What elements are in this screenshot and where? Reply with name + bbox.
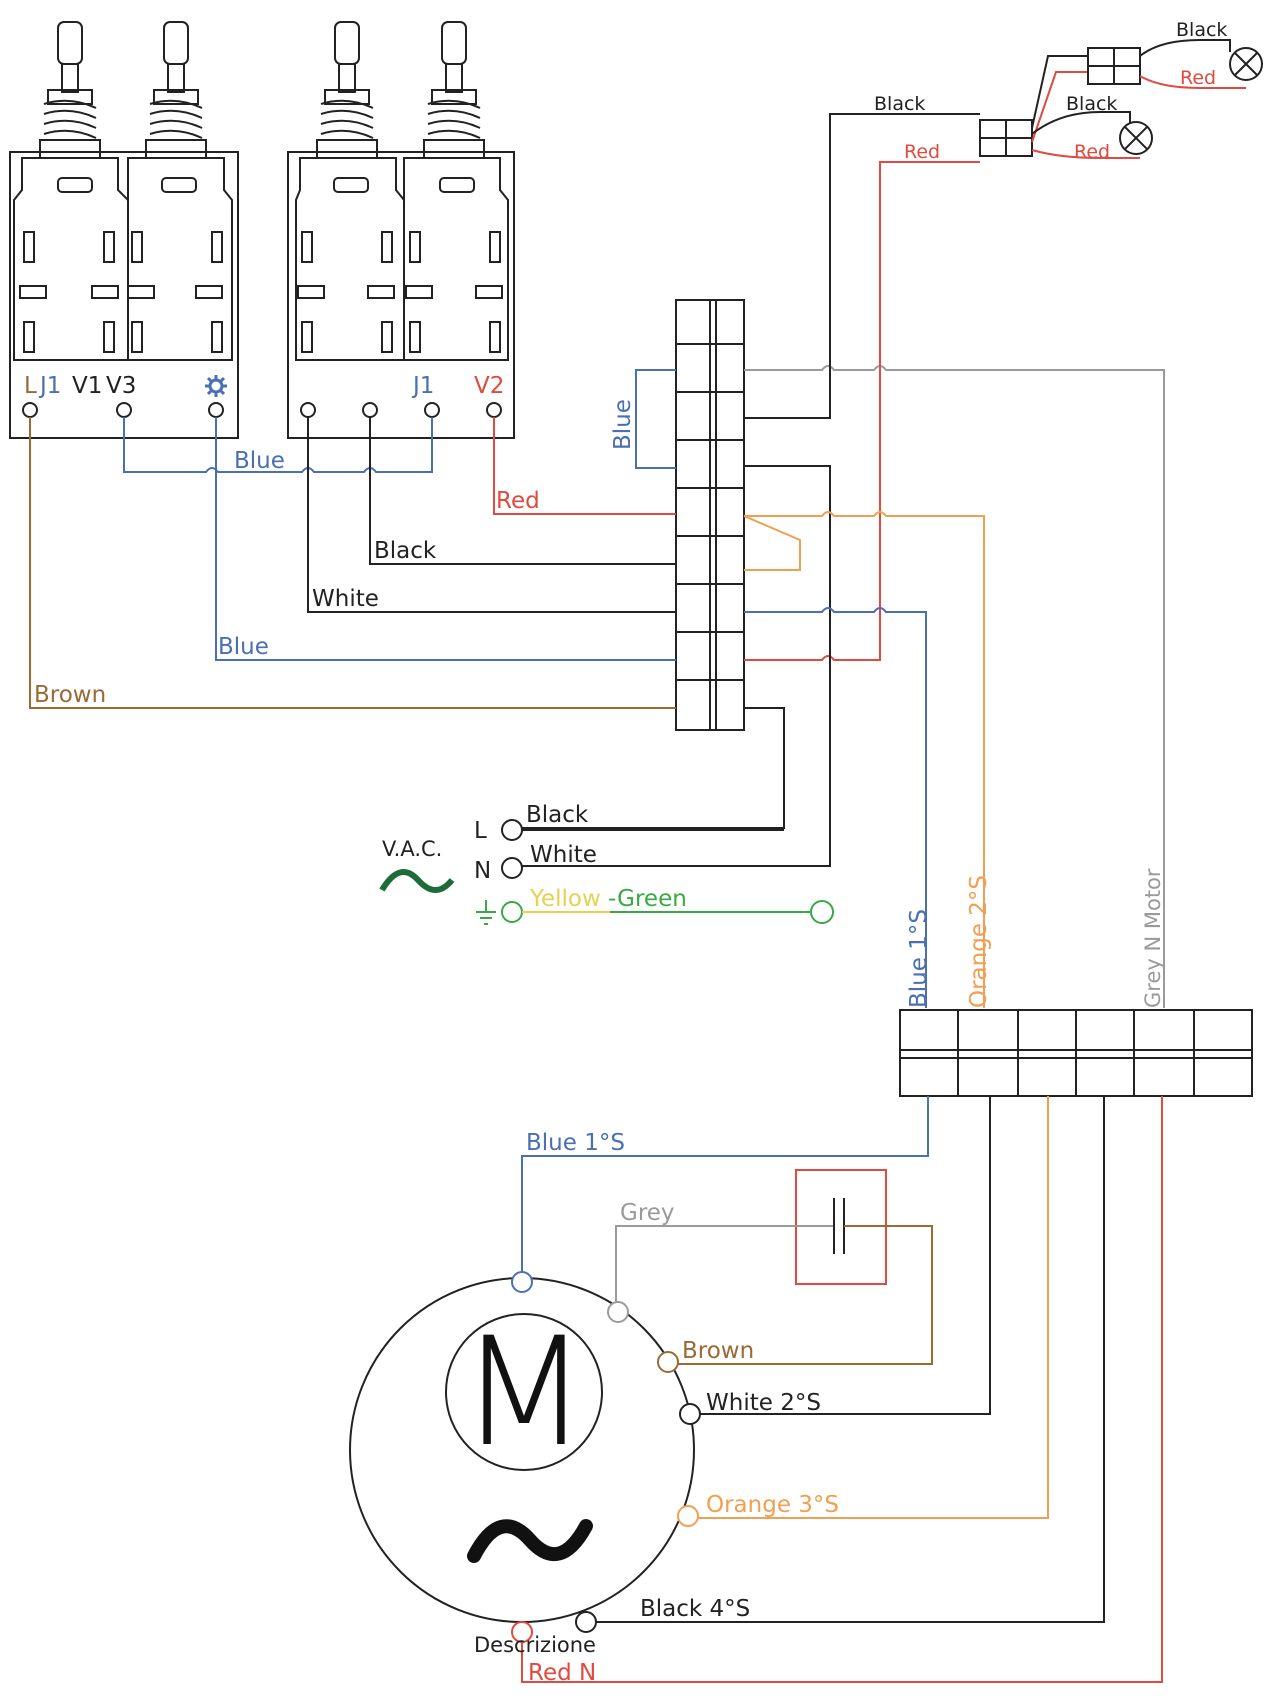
wire-black: [369, 417, 676, 565]
supply-wire-label-white: White: [530, 842, 597, 868]
wire-black-to-lamp1-connector: [1031, 55, 1088, 129]
push-button-switch: [403, 21, 509, 361]
wire-red-lamp: [744, 161, 980, 661]
motor-terminal-block: [899, 1009, 1253, 1097]
ac-wave-icon: [467, 1519, 593, 1563]
motor-label-brown: Brown: [682, 1338, 754, 1364]
motor-letter: M: [459, 1306, 588, 1480]
motor-label-orange-3s: Orange 3°S: [706, 1492, 839, 1518]
motor: M: [349, 1271, 701, 1643]
wire-red-lamp1: [1139, 75, 1246, 89]
supply-label-l: L: [474, 818, 487, 844]
wire-black-l: [512, 465, 831, 867]
wire-white: [307, 417, 676, 613]
wire-label-red: Red: [496, 488, 540, 514]
wire-label-lamp2-red: Red: [1074, 141, 1110, 163]
wire-motor-grey: [615, 1225, 794, 1302]
wire-label-lamp1-red: Red: [1180, 67, 1216, 89]
motor-terminal-white: [679, 1403, 701, 1425]
lamp-connector-main: [979, 119, 1033, 157]
ac-wave-icon: [379, 869, 455, 893]
wire-brown: [29, 417, 676, 709]
motor-terminal-brown: [657, 1351, 679, 1373]
supply-terminal-ground: [501, 901, 523, 923]
vac-label: V.A.C.: [382, 837, 442, 861]
terminal-label-j1: J1: [38, 373, 61, 399]
terminal-label-v3: V3: [106, 373, 136, 399]
wire-motor-black-4s: [596, 1096, 1105, 1623]
terminal-label-v1: V1: [72, 373, 102, 399]
motor-terminal-orange: [677, 1505, 699, 1527]
wire-label-blue-top: Blue: [234, 448, 285, 474]
wire-orange-2s: [744, 511, 985, 1008]
wire-black-lamp: [744, 113, 980, 419]
wire-label-blue-vertical: Blue: [610, 399, 636, 450]
wire-black-lamp1: [1139, 39, 1231, 57]
wire-label-main-red: Red: [904, 141, 940, 163]
supply-label-n: N: [474, 858, 491, 884]
lamp-icon: [1229, 47, 1263, 81]
block-label-blue-1s: Blue 1°S: [906, 909, 932, 1008]
push-button-switch: [127, 21, 233, 361]
wire-red-lamp2: [1031, 149, 1140, 159]
wire-blue-1s: [744, 607, 927, 1008]
supply-wire-label-black: Black: [526, 802, 589, 828]
capacitor-icon: [794, 1169, 887, 1285]
ground-icon: [476, 900, 496, 925]
motor-label-white-2s: White 2°S: [706, 1390, 821, 1416]
switch-block-right: [287, 21, 515, 439]
supply-terminal-l: [501, 819, 523, 841]
supply-wire-label-yellow: Yellow: [529, 886, 601, 912]
push-button-switch: [13, 21, 129, 361]
wire-white-n: [512, 707, 785, 829]
motor-terminal-grey: [607, 1301, 629, 1323]
wire-motor-white-2s: [698, 1096, 991, 1415]
wire-red: [493, 417, 676, 515]
wire-blue-lower: [215, 417, 676, 661]
supply-wire-label-green: -Green: [608, 886, 687, 912]
wire-motor-brown: [676, 1225, 933, 1365]
block-label-grey-n-motor: Grey N Motor: [1141, 868, 1165, 1008]
switch-block-left: [9, 21, 239, 439]
wire-motor-orange-3s: [698, 1096, 1049, 1519]
wire-motor-blue-1s: [521, 1096, 929, 1274]
ground-terminal: [810, 900, 834, 924]
terminal-strip: [675, 299, 745, 731]
wire-label-blue-lower: Blue: [218, 634, 269, 660]
wire-black-lamp2: [1031, 111, 1131, 135]
terminal-label-l: L: [24, 373, 37, 399]
motor-label-grey: Grey: [620, 1200, 675, 1226]
lamp-icon: [1119, 121, 1153, 155]
motor-label-black-4s: Black 4°S: [640, 1596, 750, 1622]
wire-label-lamp1-black: Black: [1176, 19, 1227, 41]
motor-label-blue-1s: Blue 1°S: [526, 1130, 625, 1156]
gear-icon: [205, 375, 227, 397]
lamp-connector-secondary: [1087, 47, 1141, 85]
wire-red-to-lamp1-connector: [1031, 71, 1088, 143]
motor-label-descrizione: Descrizione: [474, 1633, 596, 1657]
block-label-orange-2s: Orange 2°S: [966, 875, 992, 1008]
terminal-label-v2: V2: [474, 373, 504, 399]
motor-terminal-blue: [511, 1271, 533, 1293]
wire-grey-n-motor: [744, 365, 1165, 1008]
motor-terminal-black: [575, 1611, 597, 1633]
motor-label-red-n: Red N: [528, 1660, 596, 1686]
wire-label-main-black: Black: [874, 93, 925, 115]
terminal-label-j1-right: J1: [411, 373, 434, 399]
wire-label-black: Black: [374, 538, 437, 564]
supply-terminal-n: [501, 857, 523, 879]
wire-label-white: White: [312, 586, 379, 612]
wire-blue-jumper: [635, 369, 676, 469]
wire-label-brown: Brown: [34, 682, 106, 708]
motor-terminal-red: [511, 1621, 533, 1643]
wire-motor-red-n: [521, 1096, 1163, 1683]
wire-label-lamp2-black: Black: [1066, 93, 1117, 115]
wire-orange-jumper: [743, 515, 801, 571]
